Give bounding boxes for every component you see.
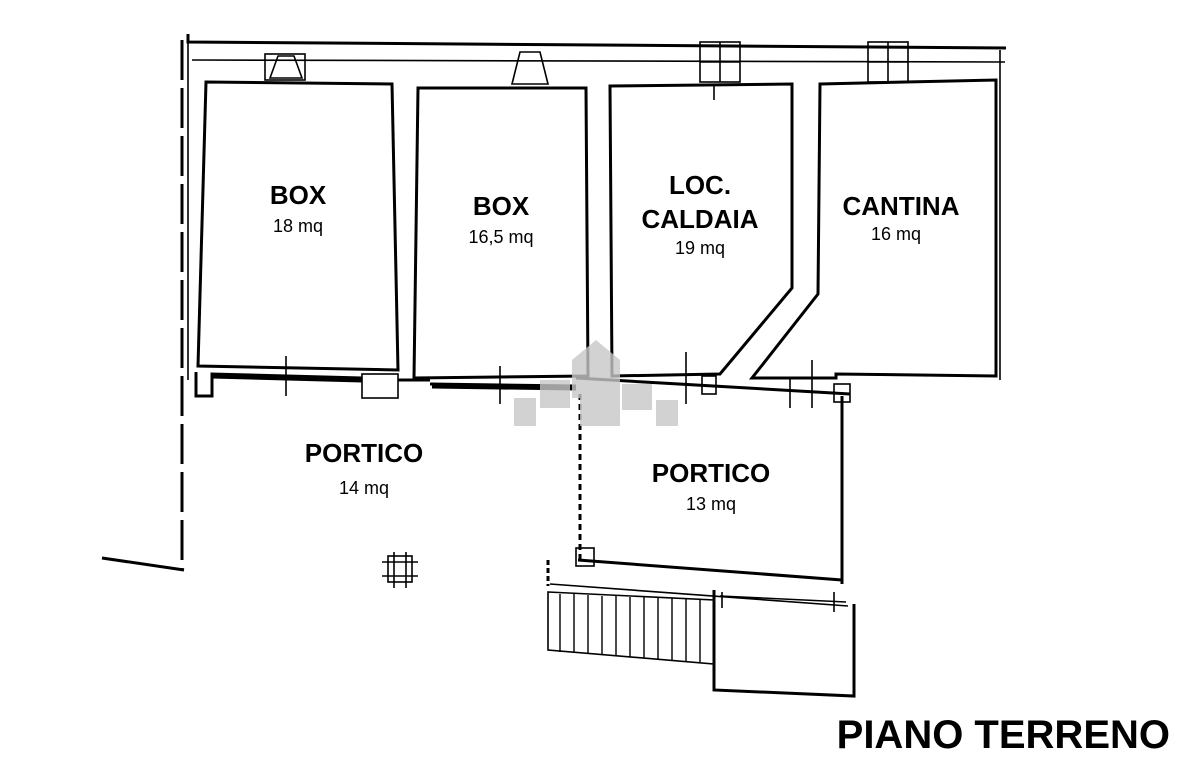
room-area-box-1: 18 mq bbox=[273, 216, 323, 236]
room-label-portico-2: PORTICO bbox=[652, 458, 770, 488]
stairs bbox=[546, 560, 856, 698]
room-cantina bbox=[748, 41, 998, 380]
room-area-loc-caldaia: 19 mq bbox=[675, 238, 725, 258]
column bbox=[382, 552, 418, 588]
room-label-box-2: BOX bbox=[473, 191, 530, 221]
room-box-1 bbox=[196, 53, 400, 372]
room-area-box-2: 16,5 mq bbox=[468, 227, 533, 247]
room-loc-caldaia bbox=[608, 41, 794, 378]
room-label-cantina: CANTINA bbox=[843, 191, 960, 221]
room-area-portico-2: 13 mq bbox=[686, 494, 736, 514]
room-label-portico-1: PORTICO bbox=[305, 438, 423, 468]
watermark-logo bbox=[514, 340, 678, 426]
labels: BOX 18 mq BOX 16,5 mq LOC. CALDAIA 19 mq… bbox=[270, 170, 1170, 757]
room-area-cantina: 16 mq bbox=[871, 224, 921, 244]
room-label-box-1: BOX bbox=[270, 180, 327, 210]
room-label-caldaia: CALDAIA bbox=[642, 204, 759, 234]
room-label-loc: LOC. bbox=[669, 170, 731, 200]
portico-small-walls bbox=[575, 383, 851, 584]
outer-walls bbox=[101, 34, 1007, 572]
plan-title: PIANO TERRENO bbox=[837, 713, 1170, 757]
room-area-portico-1: 14 mq bbox=[339, 478, 389, 498]
